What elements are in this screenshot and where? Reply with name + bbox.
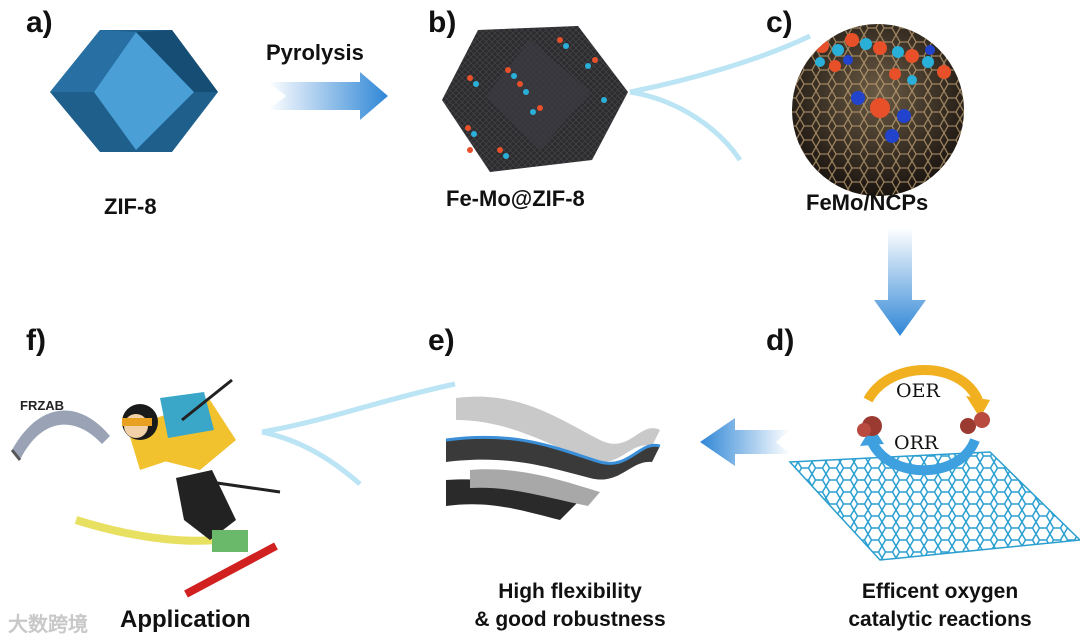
left-arrow-de (700, 418, 790, 466)
caption-zif8: ZIF-8 (104, 194, 157, 219)
panel-label-e: e) (428, 324, 455, 357)
down-arrow (874, 228, 926, 336)
zif8-crystal (50, 30, 218, 152)
pyrolysis-arrow (268, 72, 388, 120)
caption-flexibility-line1: High flexibility (498, 580, 642, 603)
panel-label-b: b) (428, 6, 457, 39)
caption-femo-zif8: Fe-Mo@ZIF-8 (446, 186, 585, 211)
panel-label-d: d) (766, 324, 795, 357)
oer-arrowhead (966, 396, 990, 418)
femo-zif8-crystal (442, 26, 628, 172)
caption-catalytic-line2: catalytic reactions (848, 608, 1032, 631)
frzab-tag: FRZAB (20, 398, 65, 413)
glow-link-ef (261, 381, 456, 486)
caption-femo-ncps: FeMo/NCPs (806, 190, 929, 215)
graphene-sheet (788, 451, 1080, 561)
orr-cycle-arrow (867, 437, 980, 476)
oer-label: OER (896, 380, 940, 402)
femo-ncps-sphere (792, 24, 964, 196)
caption-application: Application (120, 606, 251, 633)
oer-cycle-arrow (863, 365, 983, 403)
caption-catalytic: Efficent oxygen catalytic reactions (810, 578, 1070, 634)
caption-catalytic-line1: Efficent oxygen (861, 580, 1019, 603)
oxygen-molecules (857, 412, 990, 437)
panel-label-c: c) (766, 6, 793, 39)
pyrolysis-label: Pyrolysis (266, 40, 364, 65)
panel-label-a: a) (26, 6, 53, 39)
caption-flexibility: High flexibility & good robustness (430, 578, 710, 634)
zoom-glow-bc (629, 33, 812, 162)
skier-illustration (74, 378, 281, 598)
flexible-sheets (445, 396, 661, 520)
orr-label: ORR (894, 432, 939, 454)
caption-flexibility-line2: & good robustness (474, 608, 666, 631)
panel-label-f: f) (26, 324, 46, 357)
watermark: 大数跨境 (8, 614, 88, 636)
frzab-device (10, 410, 110, 461)
